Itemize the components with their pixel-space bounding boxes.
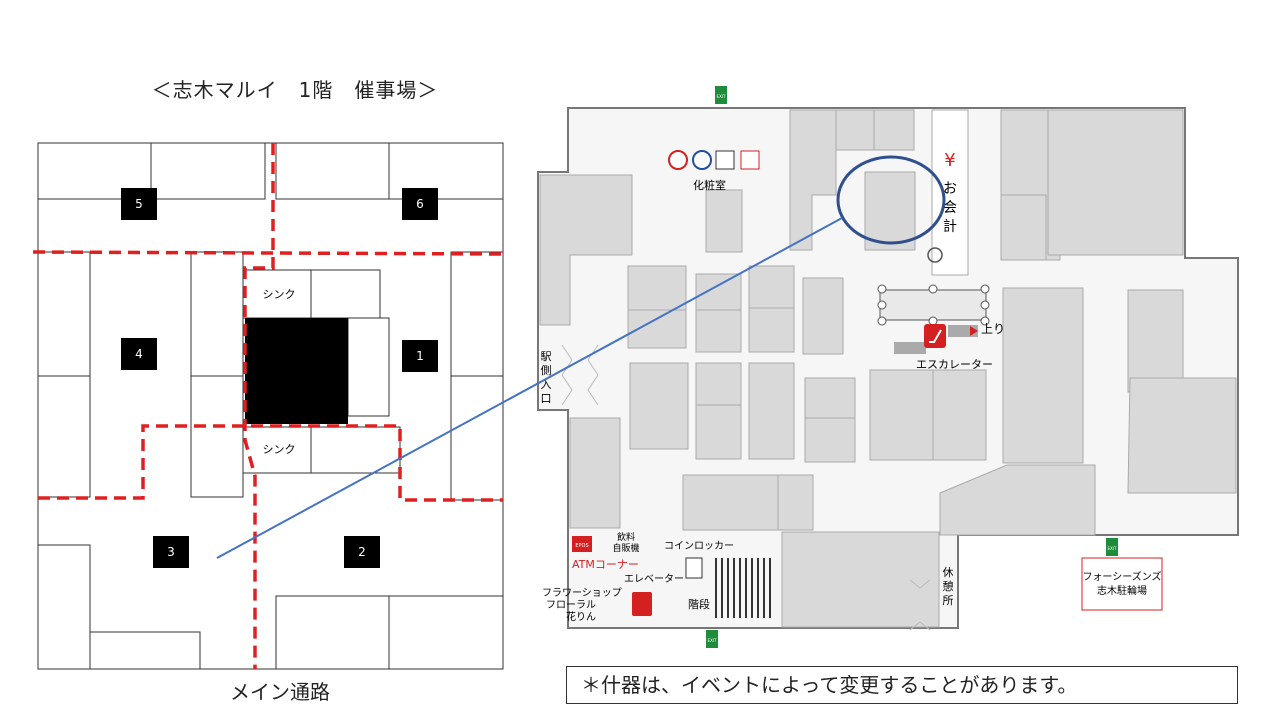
restroom-icons [668,150,760,170]
station-entrance-label: 入 [541,378,552,391]
fixture [347,317,390,417]
store-floor-map: 上り エスカレーター ¥ お 会 計 化粧室 駅 側 入 口 EPOS ATMコ… [537,86,1239,648]
station-entrance-label: 側 [541,364,552,377]
flower-shop-label: 花りん [566,610,596,623]
escalator-up-label: 上り [981,322,1005,336]
elevator-label: エレベーター [624,573,684,585]
event-space-highlight [836,155,946,245]
fixture [310,269,381,319]
fixture [275,142,390,200]
zone-label-5: 5 [135,197,143,211]
fixture [388,142,504,200]
exit-label: EXIT [717,94,726,99]
elevator-icon [632,592,652,616]
rest-area-label: 休 [943,566,954,579]
fixture [150,142,266,200]
locker-icon [685,557,703,579]
fixture [450,375,504,501]
flower-shop-label: フローラル [546,599,596,611]
cashier-label: お [943,181,957,197]
rest-area-doors [909,579,931,631]
zone-label-1: 1 [416,349,424,363]
bicycle-parking-label: 志木駐輪場 [1097,584,1147,597]
cashier-area [931,109,969,276]
pillar-block [245,318,348,424]
sink-label: シンク [263,443,296,456]
station-entrance-label: 駅 [541,350,552,363]
flower-shop-label: フラワーショップ [542,587,622,599]
sink-label: シンク [263,288,296,301]
fixture-change-note: ＊什器は、イベントによって変更することがあります。 [566,666,1238,704]
female-restroom-icon [668,150,688,170]
zone-label-4: 4 [135,347,143,361]
zone-label-2: 2 [358,545,366,559]
escalator [877,284,990,354]
exit-icon [1106,538,1118,556]
refresh-icon [927,247,943,263]
atm-label: ATMコーナー [572,558,639,571]
fixture [37,251,91,377]
rest-area-label: 所 [943,594,954,607]
fixture [37,375,91,498]
cashier-label: 会 [943,200,957,216]
fixture [89,631,201,670]
baby-care-icon [740,150,760,170]
fixture [310,426,401,474]
stairs-label: 階段 [688,597,710,611]
vending-label: 飲料 [617,531,635,543]
station-entrance-label: 口 [541,392,552,405]
exit-signs: EXIT EXIT EXIT [706,86,1118,648]
main-passage-label: メイン通路 [230,680,330,704]
coin-locker-label: コインロッカー [664,540,734,552]
event-space-floor-plan: 1 2 3 4 5 6 シンク シンク [32,142,504,670]
yen-icon: ¥ [944,150,955,171]
page-title: ＜志木マルイ 1階 催事場＞ [151,78,439,102]
exit-label: EXIT [708,638,717,643]
zone-label-6: 6 [416,197,424,211]
bicycle-parking-box [1081,557,1163,611]
stairs [715,558,771,618]
escalator-icon [924,324,946,348]
male-restroom-icon [692,150,712,170]
vending-label: 自販機 [612,542,639,554]
wheelchair-icon [715,150,735,170]
fixture [275,595,390,670]
fixture [190,251,244,377]
rest-area-label: 憩 [943,579,954,593]
fixture [388,595,504,670]
exit-icon [706,630,718,648]
fixture [450,251,504,377]
epos-label: EPOS [575,543,588,549]
exit-icon [715,86,727,104]
bicycle-parking-label: フォーシーズンズ [1082,570,1161,583]
escalator-label: エスカレーター [916,358,993,371]
cashier-label: 計 [943,219,957,235]
fixture [37,544,91,670]
restroom-label: 化粧室 [693,178,726,192]
exit-label: EXIT [1108,546,1117,551]
zone-label-3: 3 [167,545,175,559]
fixture [190,375,244,498]
